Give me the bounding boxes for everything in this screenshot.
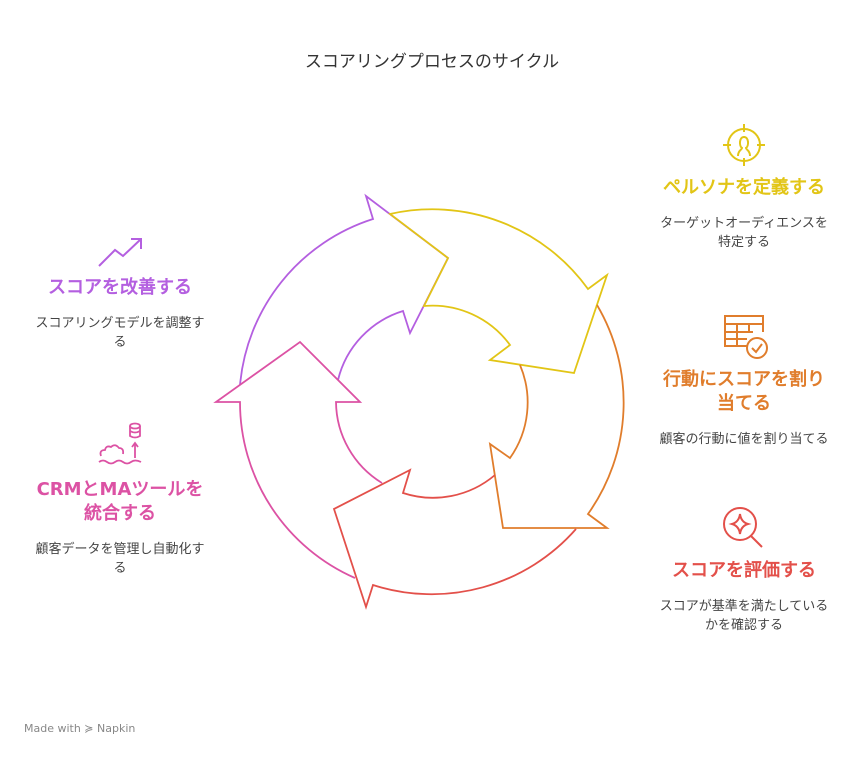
persona-target-icon — [723, 124, 765, 166]
step-integrate: CRMとMAツールを統合する 顧客データを管理し自動化する — [35, 420, 205, 578]
step-description: スコアが基準を満たしているかを確認する — [659, 599, 829, 633]
step-description: ターゲットオーディエンスを特定する — [660, 216, 828, 250]
diagram-title: スコアリングプロセスのサイクル — [304, 52, 560, 72]
step-heading: CRMとMAツールを統合する — [36, 479, 204, 524]
database-integration-icon — [98, 422, 142, 465]
step-heading: スコアを評価する — [672, 560, 816, 581]
napkin-watermark: Made with ≽ Napkin — [24, 722, 136, 735]
step-description: スコアリングモデルを調整する — [35, 316, 205, 350]
arrow-assign — [488, 304, 625, 529]
arrow-persona — [387, 208, 609, 375]
step-improve: スコアを改善する スコアリングモデルを調整する — [35, 236, 205, 352]
step-heading: スコアを改善する — [48, 277, 192, 298]
arrow-integrate — [213, 340, 383, 579]
step-persona: ペルソナを定義する ターゲットオーディエンスを特定する — [659, 122, 829, 252]
arrow-evaluate — [332, 468, 577, 610]
step-heading: ペルソナを定義する — [663, 177, 825, 198]
step-evaluate: スコアを評価する スコアが基準を満たしているかを確認する — [659, 505, 829, 635]
arrow-improve — [239, 193, 450, 386]
step-assign: 行動にスコアを割り当てる 顧客の行動に値を割り当てる — [659, 310, 829, 449]
step-description: 顧客の行動に値を割り当てる — [659, 432, 829, 447]
search-sparkle-icon — [723, 507, 763, 548]
trend-up-icon — [98, 238, 142, 267]
step-heading: 行動にスコアを割り当てる — [663, 369, 825, 414]
step-description: 顧客データを管理し自動化する — [35, 542, 205, 576]
table-check-icon — [724, 315, 768, 359]
